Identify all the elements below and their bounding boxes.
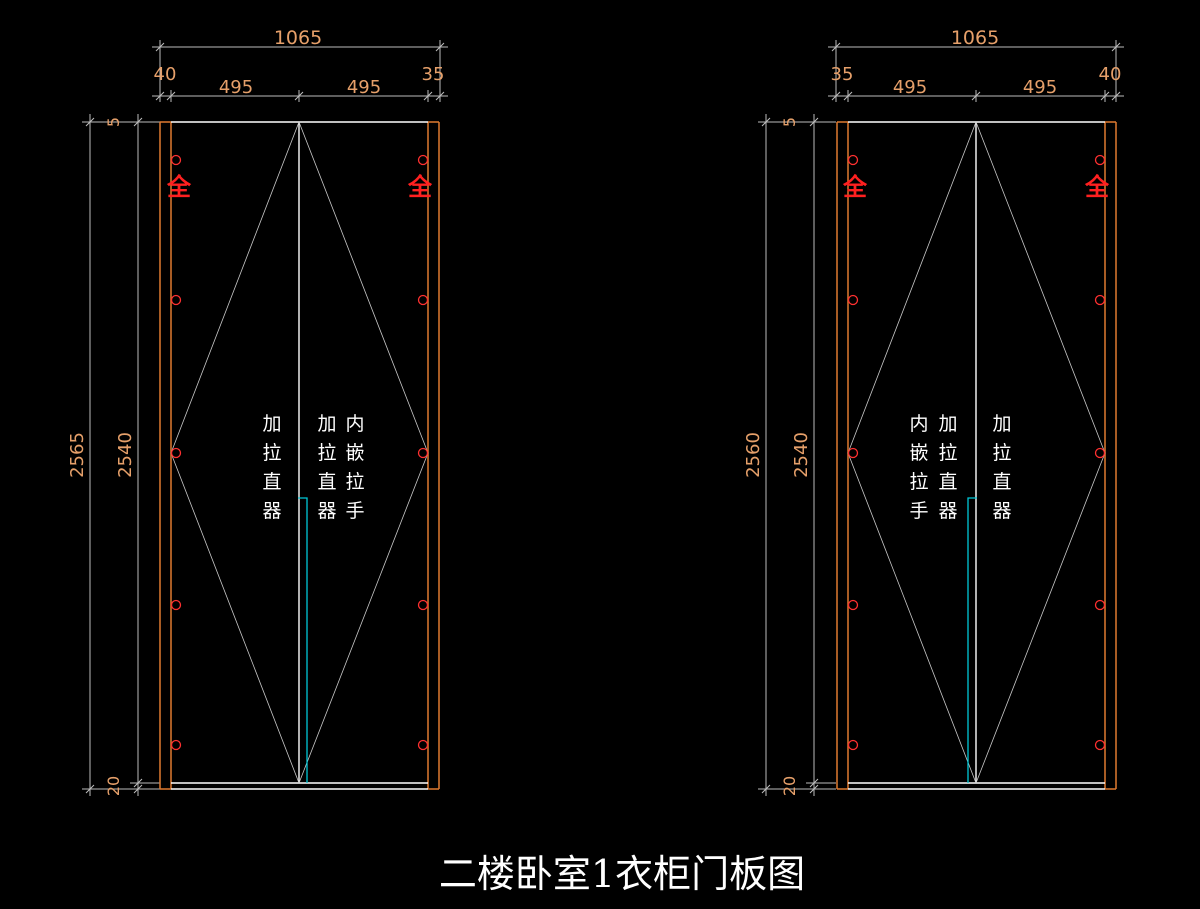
left-top-dimensions [152,40,448,102]
right-top-dimensions [828,40,1124,102]
right-note-left: 内 嵌 拉 手 [909,413,928,522]
left-bottom-gap: 20 [104,776,123,796]
right-bottom-gap: 20 [780,776,799,796]
right-side-panels [836,121,1117,790]
right-mark-right: 全 [1084,173,1110,201]
hinge-icon [847,739,859,751]
hinge-icon [417,739,429,751]
note-char: 拉 [345,471,364,493]
right-door-left-width: 495 [893,77,927,98]
right-door-outline [848,121,1105,790]
hinge-icon [1094,599,1106,611]
right-note-mid: 加 拉 直 器 [938,413,957,522]
left-side-panels [159,121,440,790]
note-char: 手 [345,500,364,522]
hinge-icon [847,447,859,459]
right-side-dimensions [758,114,836,796]
note-char: 加 [262,413,281,435]
hinge-icon [417,599,429,611]
left-mark-right: 全 [407,173,433,201]
note-char: 直 [938,471,957,493]
right-edge-left: 35 [831,64,854,85]
left-edge-right: 35 [422,64,445,85]
note-char: 拉 [938,442,957,464]
left-note-mid: 加 拉 直 器 [317,413,336,522]
hinge-icon [170,294,182,306]
hinge-icon [847,599,859,611]
right-top-gap: 5 [780,117,799,127]
right-overall-height: 2560 [743,432,764,478]
note-char: 拉 [262,442,281,464]
note-char: 直 [317,471,336,493]
note-char: 器 [262,500,281,522]
note-char: 拉 [992,442,1011,464]
left-door-left-width: 495 [219,77,253,98]
hinge-icon [1094,154,1106,166]
hinge-icon [1094,447,1106,459]
right-overall-width: 1065 [951,27,999,49]
hinge-icon [417,447,429,459]
left-elevation: 全 全 1065 40 495 495 35 2565 2540 5 20 加 … [67,27,448,796]
right-door-height: 2540 [791,432,812,478]
left-edge-left: 40 [154,64,177,85]
note-char: 加 [317,413,336,435]
right-handle [967,497,977,783]
left-side-dimensions [82,114,160,796]
note-char: 嵌 [909,442,928,464]
hinge-icon [170,599,182,611]
right-hinges [847,154,1106,751]
note-char: 拉 [909,471,928,493]
left-note-right: 内 嵌 拉 手 [345,413,364,522]
left-handle [298,497,308,783]
note-char: 加 [938,413,957,435]
right-elevation: 全 全 1065 35 495 495 40 2560 2540 5 20 内 … [743,27,1124,796]
hinge-icon [1094,294,1106,306]
note-char: 器 [938,500,957,522]
right-note-right: 加 拉 直 器 [992,413,1011,522]
right-mark-left: 全 [842,173,868,201]
note-char: 内 [909,413,928,435]
left-door-height: 2540 [115,432,136,478]
right-edge-right: 40 [1099,64,1122,85]
hinge-icon [417,154,429,166]
left-hinges [170,154,429,751]
note-char: 直 [992,471,1011,493]
left-top-gap: 5 [104,117,123,127]
note-char: 拉 [317,442,336,464]
note-char: 器 [992,500,1011,522]
hinge-icon [417,294,429,306]
left-overall-height: 2565 [67,432,88,478]
note-char: 手 [909,500,928,522]
left-door-right-width: 495 [347,77,381,98]
left-mark-left: 全 [166,173,192,201]
note-char: 嵌 [345,442,364,464]
hinge-icon [1094,739,1106,751]
note-char: 直 [262,471,281,493]
hinge-icon [170,154,182,166]
left-door-outline [171,121,428,790]
hinge-icon [170,739,182,751]
note-char: 内 [345,413,364,435]
right-door-right-width: 495 [1023,77,1057,98]
hinge-icon [847,294,859,306]
hinge-icon [847,154,859,166]
drawing-title: 二楼卧室1衣柜门板图 [439,852,805,896]
hinge-icon [170,447,182,459]
note-char: 器 [317,500,336,522]
left-overall-width: 1065 [274,27,322,49]
note-char: 加 [992,413,1011,435]
left-note-left: 加 拉 直 器 [262,413,281,522]
